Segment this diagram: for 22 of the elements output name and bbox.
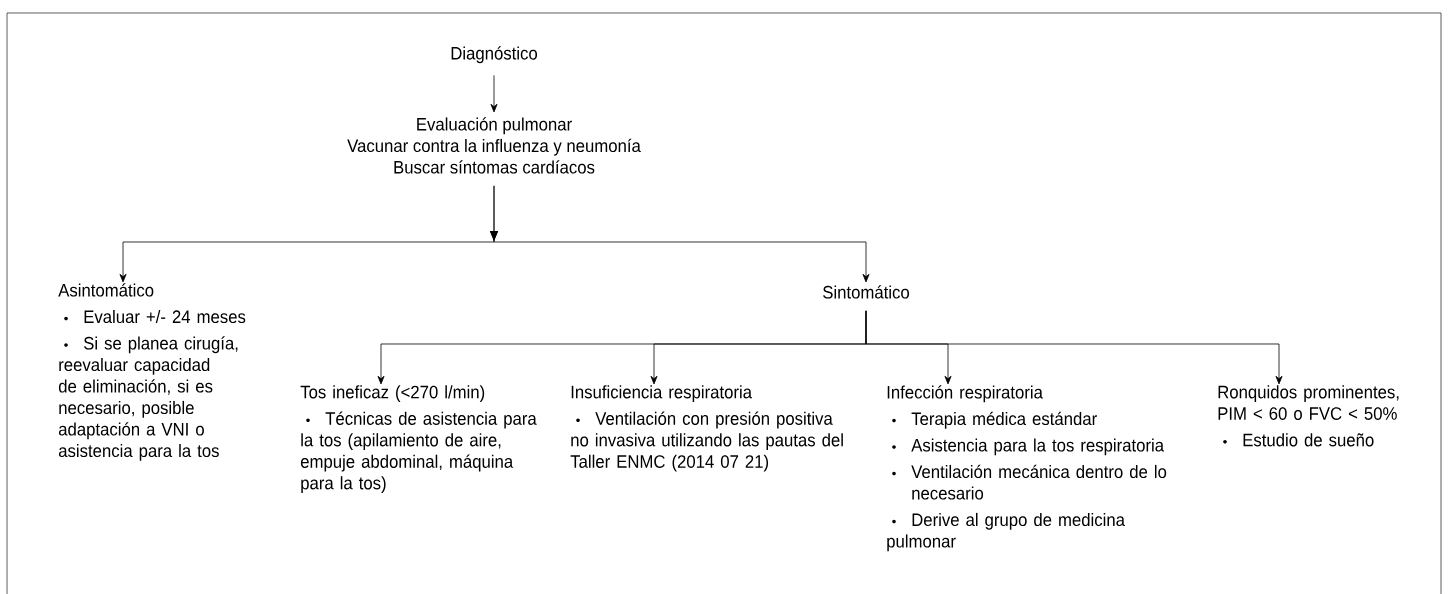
bullet-item: Evaluar +/- 24 meses	[64, 309, 246, 324]
bullet-item: Terapia médica estándar	[892, 411, 1097, 429]
bullet-item: Técnicas de asistencia para la tos (apilamiento de aire, empuje abdominal, máquina para la tos)	[300, 411, 537, 493]
bullet-item: Asistencia para la tos respiratoria	[892, 438, 1165, 456]
heading: Ronquidos prominentes, PIM < 60 o FVC < 50%	[1218, 385, 1399, 420]
bullet-item: Si se planea cirugía, reevaluar capacidad de eliminación, si es necesario, posible adaptación a VNI o asistencia para la tos	[58, 336, 238, 461]
heading: Asintomático	[58, 283, 154, 297]
heading: Insuficiencia respiratoria	[571, 385, 752, 402]
text-line: Diagnóstico	[451, 46, 538, 64]
arrow	[490, 75, 498, 113]
text-line: Sintomático	[823, 285, 910, 299]
text-line: Buscar síntomas cardíacos	[394, 160, 595, 174]
arrow	[865, 310, 1283, 385]
heading: Infección respiratoria	[887, 385, 1043, 403]
text-line: Vacunar contra la influenza y neumonía	[347, 138, 641, 156]
text-line: Evaluación pulmonar	[417, 117, 572, 135]
bullet-item: Ventilación mecánica dentro de lo necesario	[892, 464, 1167, 500]
bullet-item: Derive al grupo de medicina pulmonar	[887, 512, 1125, 552]
bullet-item: Estudio de sueño	[1223, 433, 1374, 447]
arrow	[489, 185, 870, 283]
heading: Tos ineficaz (<270 l/min)	[300, 385, 485, 402]
bullet-item: Ventilación con presión positiva no invasiva utilizando las pautas del Taller ENMC (2014 07 21)	[570, 411, 843, 472]
